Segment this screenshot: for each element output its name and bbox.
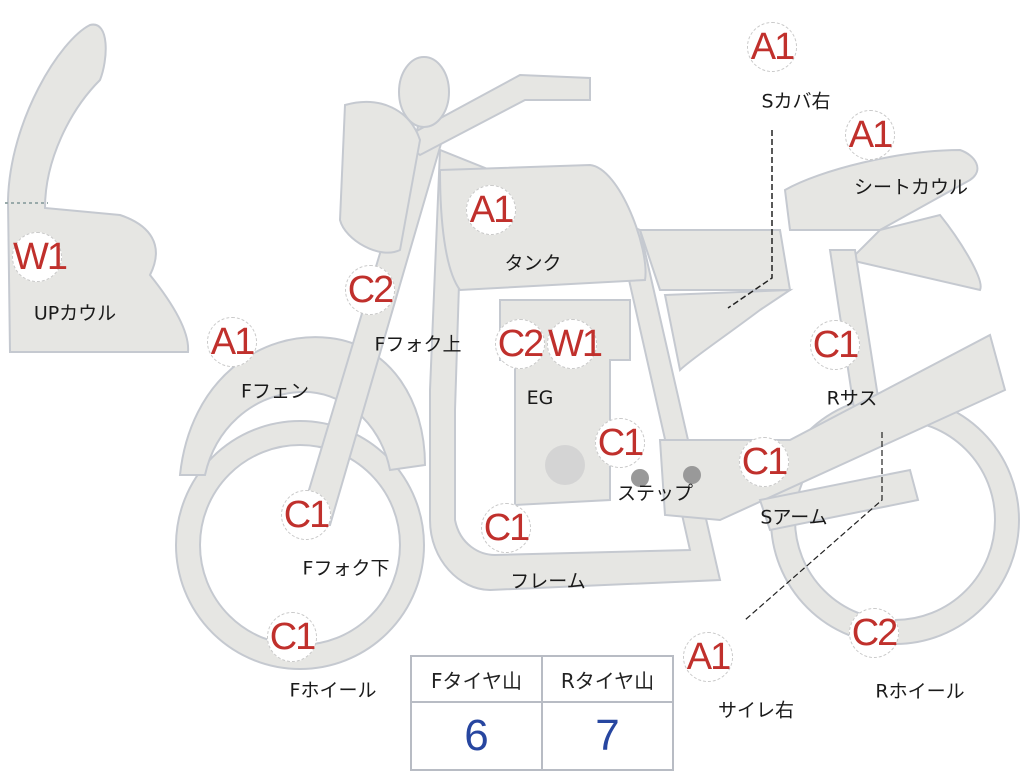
grade-badge: C1 [481, 503, 531, 553]
r-tire-value: 7 [541, 701, 674, 771]
step-peg [683, 466, 701, 484]
part-label: ステップ [616, 482, 694, 505]
grade-badge: W1 [547, 319, 603, 369]
part-label: シートカウル [853, 176, 969, 199]
leader-line [727, 130, 773, 309]
grade-badge: A1 [466, 185, 516, 235]
mirror-shape [398, 56, 450, 128]
part-label: タンク [504, 252, 562, 275]
grade-badge: C1 [281, 490, 331, 540]
r-tire-header: Rタイヤ山 [541, 655, 674, 703]
part-label: Sアーム [760, 506, 828, 529]
f-tire-header: Fタイヤ山 [410, 655, 543, 703]
grade-badge: C1 [810, 320, 860, 370]
grade-badge: W1 [12, 232, 68, 282]
part-label: Rサス [826, 387, 878, 410]
grade-badge: A1 [683, 632, 733, 682]
rear-fender-shape [848, 213, 982, 292]
step-peg [631, 469, 649, 487]
handlebar-shape [398, 73, 591, 157]
seat-cowl-shape [783, 148, 979, 231]
part-label: Fホイール [289, 679, 377, 702]
grade-badge: A1 [207, 317, 257, 367]
part-label: フレーム [510, 570, 586, 593]
grade-badge: A1 [845, 110, 895, 160]
f-tire-value: 6 [410, 701, 543, 771]
silencer-shape [758, 468, 920, 532]
part-label: Fフォク上 [374, 333, 462, 356]
grade-badge: C1 [267, 612, 317, 662]
grade-badge: A1 [747, 22, 797, 72]
grade-badge: C1 [595, 418, 645, 468]
grade-badge: C1 [739, 437, 789, 487]
part-label: Rホイール [875, 680, 965, 703]
grade-badge: C2 [495, 319, 545, 369]
part-label: Sカバ右 [761, 90, 831, 113]
part-label: Fフェン [241, 380, 309, 403]
part-label: UPカウル [33, 302, 117, 325]
part-label: EG [526, 387, 554, 409]
grade-badge: C2 [345, 265, 395, 315]
grade-badge: C2 [849, 608, 899, 658]
leader-line [744, 432, 883, 621]
side-cover-shape [663, 288, 794, 373]
part-label: Fフォク下 [302, 557, 390, 580]
headlight-shape [338, 100, 422, 254]
part-label: サイレ右 [717, 699, 795, 722]
